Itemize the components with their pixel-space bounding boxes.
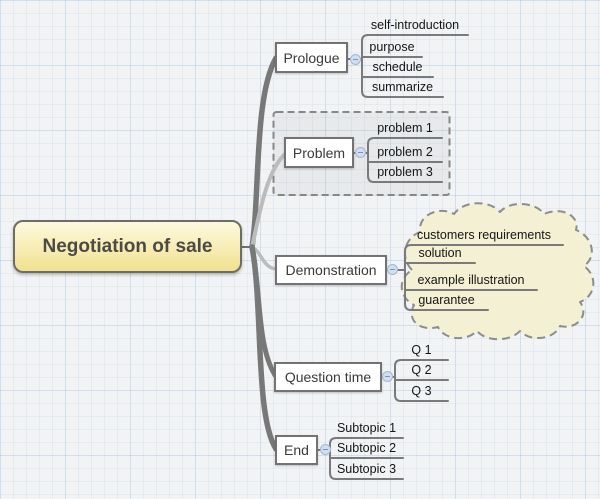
- subtopic-subtopic-2[interactable]: Subtopic 2: [336, 441, 397, 455]
- subtopic-problem-3[interactable]: problem 3: [377, 165, 433, 179]
- subtopic-example-illustration[interactable]: example illustration: [417, 273, 525, 287]
- collapse-button-prologue[interactable]: [350, 54, 361, 65]
- topic-problem-label: Problem: [292, 144, 346, 161]
- minus-icon: [323, 449, 328, 450]
- subtopic-problem-2[interactable]: problem 2: [377, 145, 433, 159]
- subtopic-problem-1[interactable]: problem 1: [377, 121, 433, 135]
- subtopic-customers-requirements[interactable]: customers requirements: [416, 228, 552, 242]
- collapse-button-demonstration[interactable]: [387, 264, 398, 275]
- demonstration-cloud-boundary[interactable]: [400, 202, 595, 341]
- branch-curve-problem: [250, 152, 287, 249]
- subtopic-self-introduction[interactable]: self-introduction: [370, 18, 460, 32]
- subtopic-schedule[interactable]: schedule: [372, 60, 423, 74]
- root-topic-label: Negotiation of sale: [42, 235, 213, 257]
- minus-icon: [358, 152, 363, 153]
- minus-icon: [385, 376, 390, 377]
- root-topic[interactable]: Negotiation of sale: [13, 220, 242, 273]
- subtopic-purpose[interactable]: purpose: [369, 40, 415, 54]
- collapse-button-problem[interactable]: [355, 147, 366, 158]
- topic-end-label: End: [284, 442, 309, 458]
- subtopic-solution[interactable]: solution: [418, 246, 462, 260]
- subtopic-q3[interactable]: Q 3: [411, 384, 432, 398]
- subtopic-subtopic-1[interactable]: Subtopic 1: [336, 421, 397, 435]
- collapse-button-question-time[interactable]: [382, 371, 393, 382]
- subtopic-q1[interactable]: Q 1: [411, 343, 432, 357]
- topic-demonstration[interactable]: Demonstration: [275, 255, 387, 285]
- minus-icon: [353, 59, 358, 60]
- minus-icon: [390, 269, 395, 270]
- topic-prologue[interactable]: Prologue: [275, 42, 348, 73]
- subtopic-q2[interactable]: Q 2: [411, 363, 432, 377]
- topic-problem[interactable]: Problem: [284, 137, 354, 168]
- subtopic-summarize[interactable]: summarize: [371, 80, 434, 94]
- branch-curve-prologue: [249, 55, 279, 250]
- topic-question-time[interactable]: Question time: [274, 362, 382, 392]
- topic-question-time-label: Question time: [284, 369, 372, 385]
- subtopic-guarantee[interactable]: guarantee: [418, 293, 475, 307]
- topic-demonstration-label: Demonstration: [285, 262, 377, 278]
- branch-curve-end: [249, 244, 279, 452]
- topic-prologue-label: Prologue: [283, 49, 340, 66]
- collapse-button-end[interactable]: [320, 444, 331, 455]
- topic-end[interactable]: End: [275, 435, 318, 465]
- subtopic-subtopic-3[interactable]: Subtopic 3: [336, 462, 397, 476]
